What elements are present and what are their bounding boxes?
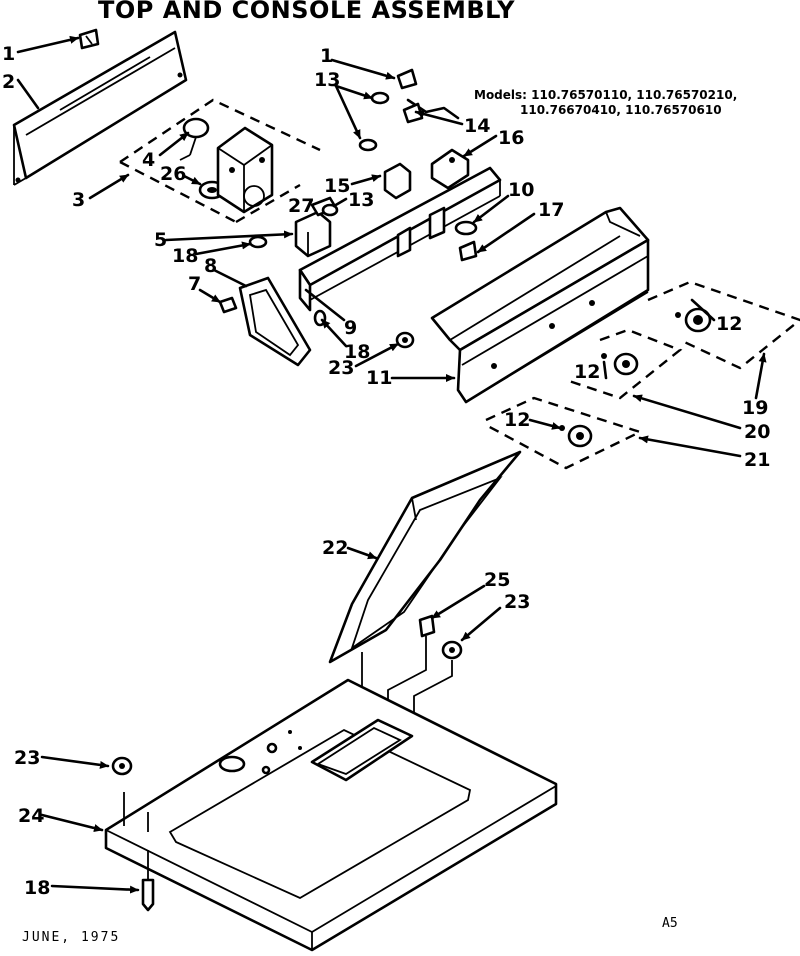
diagram-title: TOP AND CONSOLE ASSEMBLY (98, 0, 516, 24)
back-panel-part (12, 30, 188, 186)
nut-part-23-upper (395, 331, 415, 349)
dryer-top-part-24 (104, 678, 558, 952)
model-numbers-line-2: 110.76670410, 110.76570610 (520, 103, 722, 117)
callout-11: 11 (366, 367, 392, 389)
timer-box-part (216, 126, 274, 214)
lint-screen-part-22 (328, 450, 522, 664)
screw-part-18-bottom (141, 850, 155, 912)
selector-switch-part-4 (179, 117, 210, 161)
callout-5: 5 (154, 229, 167, 251)
callout-9: 9 (344, 317, 357, 339)
screw-part-1-left (78, 28, 100, 50)
leader-lines (16, 35, 767, 894)
clip-part-10 (454, 220, 478, 236)
footer-date: JUNE, 1975 (22, 930, 121, 945)
callout-26: 26 (160, 163, 186, 185)
knob-area-outline-21 (485, 396, 644, 470)
nut-part-23-middle (441, 640, 463, 660)
callout-18-upper: 18 (172, 245, 198, 267)
end-cap-part-8 (238, 276, 312, 367)
callout-23-middle: 23 (504, 591, 530, 613)
callout-3: 3 (72, 189, 85, 211)
screw-part-18-upper (248, 235, 268, 249)
callout-20: 20 (744, 421, 770, 443)
knob-part-12-right (675, 307, 712, 333)
callout-13-lower: 13 (348, 189, 374, 211)
callout-1-center: 1 (320, 45, 333, 67)
clip-part-7 (218, 296, 238, 314)
control-area-bracket-outline (119, 98, 321, 224)
callout-25: 25 (484, 569, 510, 591)
knob-part-12-middle (601, 352, 639, 376)
callout-1-left: 1 (2, 43, 15, 65)
callout-15: 15 (324, 175, 350, 197)
screws-part-13 (321, 91, 390, 217)
callout-17: 17 (538, 199, 564, 221)
knob-area-outline-19 (647, 280, 800, 370)
callout-12-right: 12 (716, 313, 742, 335)
screw-part-17 (458, 240, 478, 262)
callout-10: 10 (508, 179, 534, 201)
callout-13-upper: 13 (314, 69, 340, 91)
callout-12-lower: 12 (504, 409, 530, 431)
callout-2: 2 (2, 71, 15, 93)
callout-21: 21 (744, 449, 770, 471)
callout-23-left: 23 (14, 747, 40, 769)
callout-23-upper: 23 (328, 357, 354, 379)
callout-12-middle: 12 (574, 361, 600, 383)
callout-16: 16 (498, 127, 524, 149)
wire-part-14 (402, 98, 460, 124)
footer-page-code: A5 (662, 916, 678, 931)
callout-19: 19 (742, 397, 768, 419)
screw-part-25 (418, 614, 436, 638)
knob-part-12-lower (559, 424, 593, 448)
console-housing-part-11 (430, 206, 650, 404)
callout-22: 22 (322, 537, 348, 559)
callout-14: 14 (464, 115, 490, 137)
knob-area-outline-20 (565, 328, 683, 400)
callout-24: 24 (18, 805, 44, 827)
nut-part-23-left (111, 756, 133, 776)
console-bracket-rail (298, 166, 502, 312)
callout-7: 7 (188, 273, 201, 295)
callout-18-bottom: 18 (24, 877, 50, 899)
screw-part-1-center (396, 68, 418, 90)
switch-part-16 (430, 148, 470, 190)
model-numbers-line-1: Models: 110.76570110, 110.76570210, (474, 88, 738, 102)
callout-4: 4 (142, 149, 155, 171)
switch-part-15 (383, 162, 412, 200)
model-numbers: Models: 110.76570110, 110.76570210, 110.… (474, 88, 737, 118)
callout-18-middle: 18 (344, 341, 370, 363)
callout-8: 8 (204, 255, 217, 277)
callout-labels: 1 2 3 4 26 1 13 14 16 15 13 27 10 17 5 1… (2, 43, 770, 899)
callout-27: 27 (288, 195, 314, 217)
